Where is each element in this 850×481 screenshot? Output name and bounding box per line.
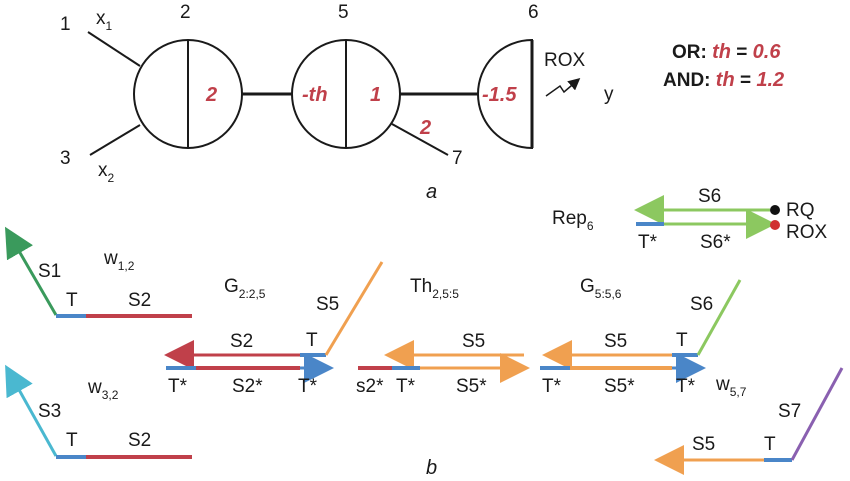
w57-s7-arm (790, 367, 844, 461)
node-label-6: 6 (528, 2, 539, 23)
rep6-label-s6star: S6* (700, 232, 731, 253)
w32-label-t: T (66, 430, 78, 451)
weight-strand-w32: S3 T S2 w3,2 (5, 364, 192, 459)
w57-label-t: T (764, 434, 776, 455)
w12-label-t: T (66, 290, 78, 311)
w12-label-s2: S2 (128, 290, 151, 311)
panel-a-network: 1 x1 3 x2 2 2 5 -th 1 2 7 6 -1.5 ROX y O… (60, 2, 784, 203)
output-y: y (604, 84, 614, 105)
caption-a: a (426, 181, 437, 203)
w32-label-s3: S3 (38, 401, 61, 422)
rep6-label-tstar: T* (638, 232, 658, 253)
g225-label-t: T (306, 330, 318, 351)
g556-label-s5star: S5* (604, 376, 635, 397)
caption-b: b (426, 457, 437, 479)
reporter-rep6: Rep6 S6 T* S6* RQ ROX (552, 186, 828, 253)
w12-label-s1: S1 (38, 261, 61, 282)
gate-g556: G5:5,6 S5 T S6 T* S5* T* (540, 276, 742, 397)
input-x2: x2 (98, 160, 115, 185)
node-label-2: 2 (180, 2, 191, 23)
weight-strand-w57: w5,7 S7 S5 T (654, 367, 844, 475)
w57-name: w5,7 (715, 374, 747, 399)
g225-label-s2: S2 (230, 331, 253, 352)
g556-name: G5:5,6 (580, 276, 622, 301)
gate-g225: G2:2,5 S2 T S5 T* S2* T* (164, 261, 384, 397)
weight-2: 2 (205, 84, 217, 106)
node-label-5: 5 (338, 2, 349, 23)
g556-label-t: T (676, 330, 688, 351)
w32-s3-arm (5, 364, 58, 457)
rep6-label-rq: RQ (786, 200, 815, 221)
g556-label-s5: S5 (604, 331, 627, 352)
node-label-7: 7 (452, 148, 463, 169)
w12-s1-arm (4, 226, 58, 316)
output-rox: ROX (544, 50, 586, 71)
g556-label-s6: S6 (690, 294, 713, 315)
weight-1: 1 (370, 84, 381, 106)
weight-7: 2 (419, 117, 431, 139)
legend-and: AND: th = 1.2 (663, 69, 784, 91)
quencher-dot (770, 205, 780, 215)
edge-5-7 (391, 123, 449, 156)
g556-s6-arm (696, 279, 742, 356)
weight-th: -th (302, 84, 328, 106)
weight-strand-w12: S1 T S2 w1,2 (4, 226, 192, 318)
w57-label-s5: S5 (692, 434, 715, 455)
w32-name: w3,2 (87, 377, 119, 402)
lightning-icon (545, 78, 581, 97)
w32-label-s2: S2 (128, 430, 151, 451)
panel-b-dna-strands: S1 T S2 w1,2 S3 T S2 w3,2 G2:2,5 S2 T S (4, 186, 844, 479)
node-label-3: 3 (60, 148, 71, 169)
th255-label-s5: S5 (462, 331, 485, 352)
fluorophore-dot (770, 220, 780, 230)
legend-or: OR: th = 0.6 (672, 41, 781, 63)
w12-name: w1,2 (103, 248, 135, 273)
g225-label-t1: T* (168, 376, 188, 397)
g225-label-s5: S5 (316, 294, 339, 315)
edge-input-3 (89, 124, 141, 156)
node-6-halfcircle (477, 38, 533, 150)
g225-s5-arm (324, 261, 384, 356)
input-x1: x1 (96, 8, 113, 33)
g556-label-t2: T* (676, 376, 696, 397)
g225-label-s2star: S2* (232, 376, 263, 397)
g225-label-t2: T* (298, 376, 318, 397)
rep6-label-s6: S6 (698, 186, 721, 207)
threshold-th255: Th2,5:5 S5 s2* T* S5* (356, 276, 530, 397)
edge-input-1 (87, 31, 141, 67)
node-label-1: 1 (60, 14, 71, 35)
th255-label-s2star: s2* (356, 376, 384, 397)
th255-name: Th2,5:5 (410, 276, 459, 301)
w57-label-s7: S7 (778, 401, 801, 422)
weight-neg1-5: -1.5 (482, 84, 517, 106)
th255-label-s5star: S5* (456, 376, 487, 397)
rep6-label-rox: ROX (786, 222, 828, 243)
g225-name: G2:2,5 (224, 276, 266, 301)
rep6-name: Rep6 (552, 208, 594, 233)
th255-label-tstar: T* (396, 376, 416, 397)
g556-label-t1: T* (542, 376, 562, 397)
